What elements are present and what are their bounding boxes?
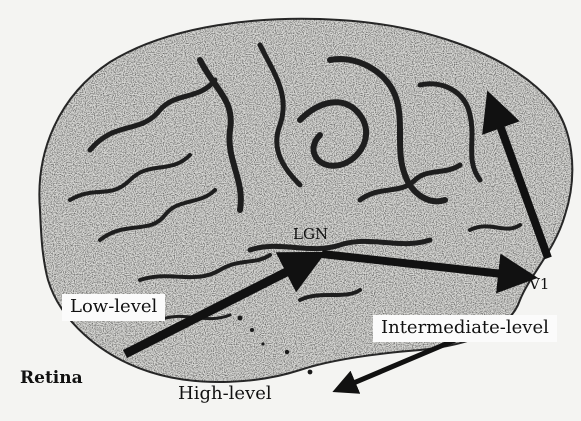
label-lgn: LGN — [293, 227, 328, 242]
label-low-level: Low-level — [62, 294, 165, 321]
label-retina: Retina — [20, 370, 83, 387]
label-v1: V1 — [529, 277, 549, 292]
label-high-level: High-level — [178, 385, 272, 403]
label-intermediate-level: Intermediate-level — [373, 315, 557, 342]
